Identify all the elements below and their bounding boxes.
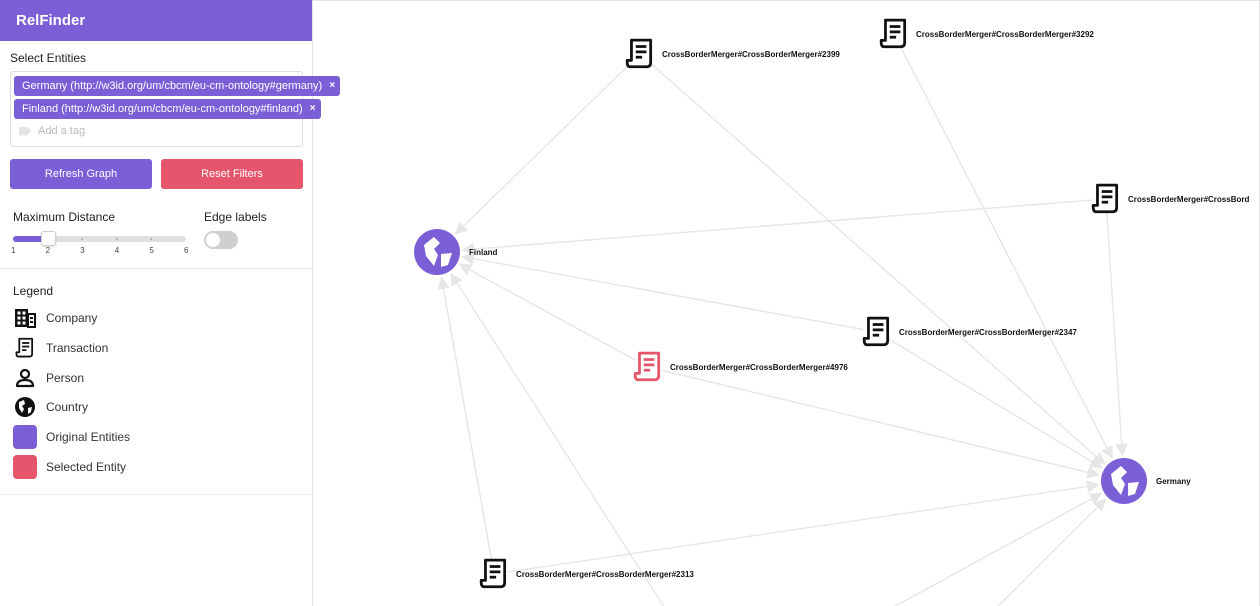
graph-node-label: Germany <box>1156 477 1191 486</box>
receipt-icon <box>862 316 890 347</box>
slider-tick-label: 2 <box>45 246 51 255</box>
swatch-selected <box>13 455 37 479</box>
slider-tick-label: 5 <box>149 246 154 255</box>
tag-germany: Germany (http://w3id.org/um/cbcm/eu-cm-o… <box>14 76 341 96</box>
slider-tick-label: 1 <box>11 246 16 255</box>
graph-edge <box>454 63 631 235</box>
graph-node-m2313[interactable]: CrossBorderMerger#CrossBorderMerger#2313 <box>479 558 694 589</box>
globe-land <box>1111 466 1139 496</box>
slider-tick-label: 3 <box>80 246 85 255</box>
slider-thumb[interactable] <box>40 231 56 246</box>
app-title: RelFinder <box>0 0 312 41</box>
legend-item-country: Country <box>13 395 88 419</box>
slider-tick-label: 6 <box>184 246 189 255</box>
slider-tick-dot <box>81 238 84 240</box>
legend-label: Company <box>46 311 98 325</box>
graph-node-m4976[interactable]: CrossBorderMerger#CrossBorderMerger#4976 <box>633 351 848 382</box>
receipt-icon <box>13 336 37 360</box>
legend-item-company: Company <box>13 306 97 330</box>
tag-icon <box>19 126 31 136</box>
max-distance-label: Maximum Distance <box>13 210 116 224</box>
add-tag-input[interactable]: Add a tag <box>19 125 85 137</box>
graph-node-label: CrossBorderMerger#CrossBorderMerger#2347 <box>899 328 1077 337</box>
graph-edge <box>650 62 1106 465</box>
graph-node-label: CrossBorderMerger#CrossBord <box>1128 195 1249 204</box>
graph-node-finland[interactable]: Finland <box>414 229 498 275</box>
receipt-icon <box>479 558 507 589</box>
globe-icon <box>414 229 460 275</box>
legend-label: Selected Entity <box>46 460 127 474</box>
graph-node-m2347[interactable]: CrossBorderMerger#CrossBorderMerger#2347 <box>862 316 1077 347</box>
divider <box>0 494 312 495</box>
graph-edge <box>461 252 864 331</box>
graph-node-label: CrossBorderMerger#CrossBorderMerger#2399 <box>662 50 840 59</box>
receipt-icon <box>879 18 907 49</box>
legend-label: Country <box>46 400 89 414</box>
graph-node-m3292[interactable]: CrossBorderMerger#CrossBorderMerger#3292 <box>879 18 1094 49</box>
swatch-original <box>13 425 37 449</box>
legend-item-transaction: Transaction <box>13 336 108 360</box>
receipt-icon <box>1091 183 1119 214</box>
slider-tick-dot <box>150 238 153 240</box>
graph-edge <box>893 492 1103 606</box>
toggle-knob <box>206 233 220 247</box>
graph-edge <box>888 338 1103 469</box>
legend-label: Transaction <box>46 341 109 355</box>
tag-label: Finland (http://w3id.org/um/cbcm/eu-cm-o… <box>22 103 303 115</box>
entity-tag-box[interactable]: Germany (http://w3id.org/um/cbcm/eu-cm-o… <box>10 71 341 147</box>
graph-node-m2399[interactable]: CrossBorderMerger#CrossBorderMerger#2399 <box>625 38 840 69</box>
slider-fill <box>13 236 52 242</box>
graph-edge <box>458 263 637 361</box>
graph-node-germany[interactable]: Germany <box>1101 458 1191 504</box>
graph-node-m_right[interactable]: CrossBorderMerger#CrossBord <box>1091 183 1249 214</box>
building-icon <box>13 306 37 330</box>
graph-edge <box>461 199 1093 256</box>
graph-edge <box>997 498 1107 606</box>
legend-item-person: Person <box>13 366 84 390</box>
remove-tag-icon[interactable]: × <box>309 103 316 114</box>
graph-edge <box>661 369 1100 479</box>
receipt-icon <box>625 38 653 69</box>
legend-item-selected-entity: Selected Entity <box>13 455 126 479</box>
graph-node-label: Finland <box>469 248 498 257</box>
max-distance-slider[interactable] <box>13 231 186 246</box>
legend-title: Legend <box>13 284 54 298</box>
remove-tag-icon[interactable]: × <box>329 80 336 91</box>
edge-labels-label: Edge labels <box>204 210 267 224</box>
slider-tick-label: 4 <box>114 246 120 255</box>
tag-finland: Finland (http://w3id.org/um/cbcm/eu-cm-o… <box>14 99 321 119</box>
globe-icon <box>1101 458 1147 504</box>
graph-edge <box>899 46 1113 460</box>
receipt-icon <box>633 351 661 382</box>
globe-land <box>424 237 452 267</box>
sidebar: RelFinder Select Entities Germany (http:… <box>0 0 341 606</box>
graph-edge <box>507 480 1100 573</box>
graph-svg[interactable]: FinlandGermanyCrossBorderMerger#CrossBor… <box>313 1 1260 606</box>
globe-icon <box>13 395 37 419</box>
graph-node-label: CrossBorderMerger#CrossBorderMerger#3292 <box>916 30 1094 39</box>
graph-edge <box>450 272 665 606</box>
select-entities-title: Select Entities <box>10 51 87 65</box>
reset-filters-button[interactable]: Reset Filters <box>161 159 303 189</box>
refresh-graph-button[interactable]: Refresh Graph <box>10 159 152 189</box>
legend-label: Person <box>46 371 85 385</box>
graph-node-label: CrossBorderMerger#CrossBorderMerger#2313 <box>516 570 694 579</box>
add-tag-placeholder: Add a tag <box>38 125 86 137</box>
legend-item-original-entities: Original Entities <box>13 425 130 449</box>
graph-node-label: CrossBorderMerger#CrossBorderMerger#4976 <box>670 363 848 372</box>
tag-label: Germany (http://w3id.org/um/cbcm/eu-cm-o… <box>22 80 323 92</box>
legend-label: Original Entities <box>46 430 131 444</box>
divider <box>0 268 312 269</box>
person-icon <box>13 366 37 390</box>
edge-labels-toggle[interactable] <box>204 231 238 249</box>
graph-edge <box>1106 212 1128 457</box>
slider-tick-dot <box>115 238 118 240</box>
graph-edge <box>437 276 493 561</box>
